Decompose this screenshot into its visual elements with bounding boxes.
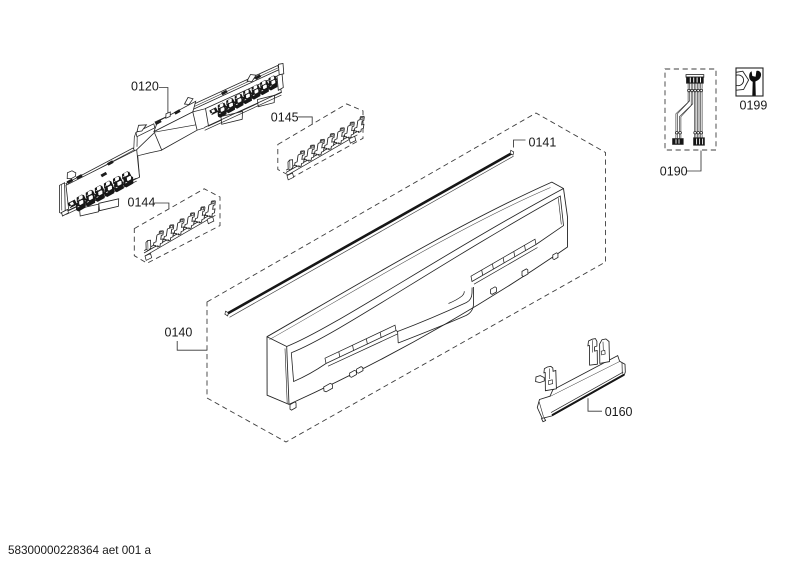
svg-text:0144: 0144	[128, 195, 156, 209]
svg-text:0190: 0190	[660, 165, 688, 179]
svg-text:0120: 0120	[131, 80, 159, 94]
svg-text:58300000228364 aet 001 a: 58300000228364 aet 001 a	[8, 544, 151, 557]
svg-text:0160: 0160	[605, 405, 633, 419]
svg-text:0140: 0140	[165, 326, 193, 340]
svg-text:0199: 0199	[740, 99, 768, 113]
svg-text:0145: 0145	[271, 110, 299, 124]
svg-text:0141: 0141	[529, 135, 557, 149]
